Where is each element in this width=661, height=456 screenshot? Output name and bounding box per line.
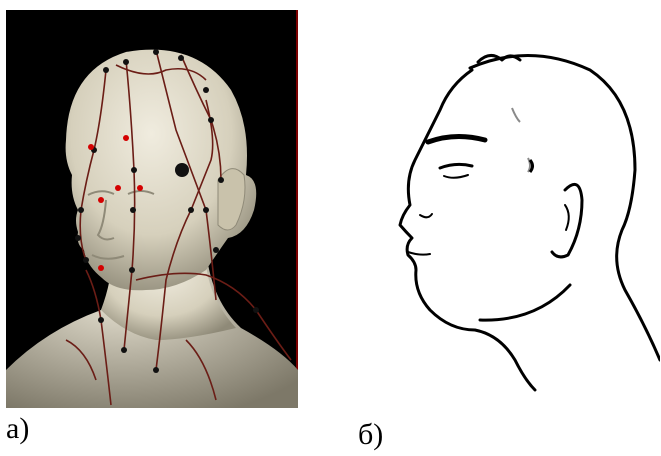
panel-a-caption: а) bbox=[6, 414, 29, 444]
head-profile-sketch-icon bbox=[360, 30, 660, 410]
acupuncture-head-model-image bbox=[6, 10, 298, 408]
panel-b-caption: б) bbox=[358, 420, 383, 450]
head-profile-sketch bbox=[360, 30, 660, 410]
acupuncture-head-model-icon bbox=[6, 10, 298, 408]
